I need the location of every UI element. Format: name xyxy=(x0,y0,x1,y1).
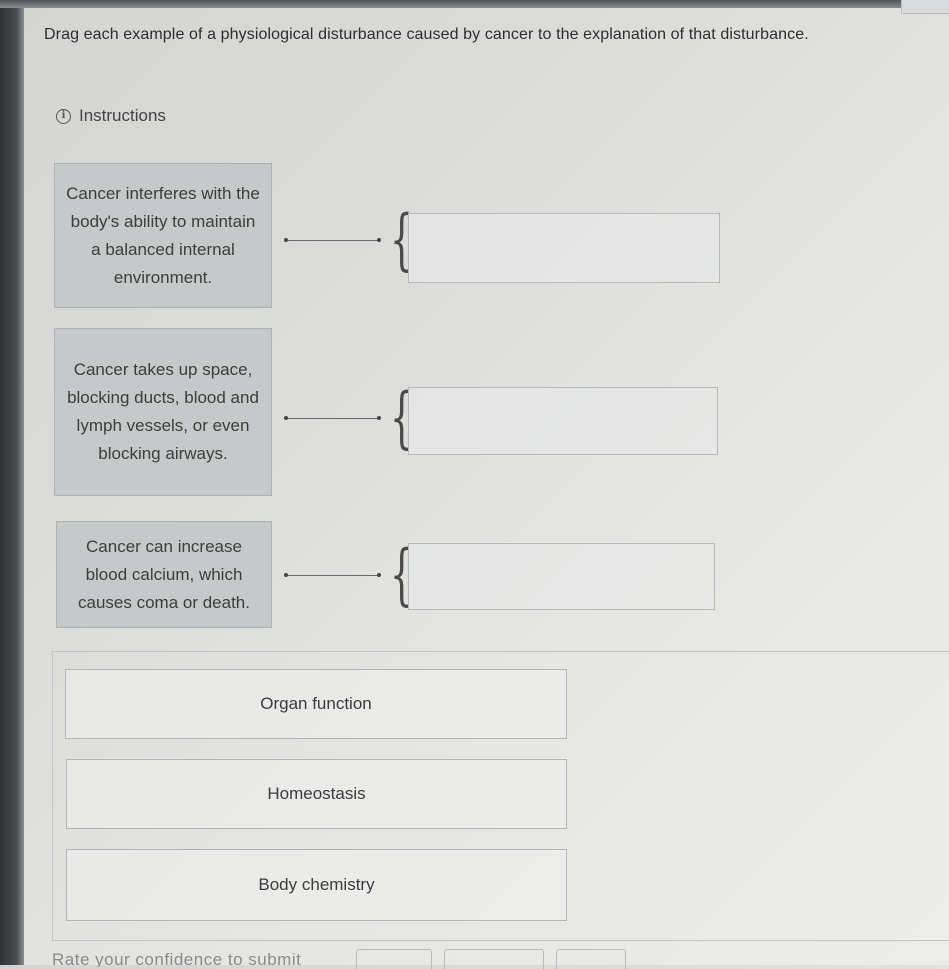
drop-target[interactable] xyxy=(408,543,715,610)
bracket-icon: { xyxy=(390,536,414,613)
connector-line xyxy=(284,416,381,420)
example-text: Cancer takes up space, blocking ducts, b… xyxy=(67,360,259,463)
top-right-button[interactable] xyxy=(901,0,949,14)
answer-option[interactable]: Body chemistry xyxy=(66,849,567,921)
confidence-prompt: Rate your confidence to submit xyxy=(52,950,302,967)
confidence-button[interactable] xyxy=(556,949,626,969)
example-text: Cancer interferes with the body's abilit… xyxy=(66,183,260,287)
question-prompt: Drag each example of a physiological dis… xyxy=(44,26,809,43)
confidence-button[interactable] xyxy=(356,949,432,969)
drop-target[interactable] xyxy=(408,213,720,283)
example-card: Cancer can increase blood calcium, which… xyxy=(56,521,272,628)
bracket-icon: { xyxy=(390,201,414,278)
answer-option-label: Body chemistry xyxy=(258,875,375,894)
answer-option[interactable]: Organ function xyxy=(65,669,567,739)
instructions-toggle[interactable]: i Instructions xyxy=(56,106,166,126)
example-card: Cancer interferes with the body's abilit… xyxy=(54,163,272,308)
answer-option-label: Homeostasis xyxy=(267,784,366,803)
screen-bezel xyxy=(0,0,24,965)
connector-line xyxy=(284,573,381,577)
connector-line xyxy=(284,238,381,242)
question-screen: Drag each example of a physiological dis… xyxy=(24,8,949,969)
example-text: Cancer can increase blood calcium, which… xyxy=(78,536,250,612)
instructions-label: Instructions xyxy=(79,106,166,125)
drop-target[interactable] xyxy=(408,387,718,455)
answer-option[interactable]: Homeostasis xyxy=(66,759,567,829)
answer-option-label: Organ function xyxy=(260,694,372,713)
screen-bezel-top xyxy=(0,0,949,8)
answer-bank xyxy=(52,651,949,941)
bracket-icon: { xyxy=(390,379,414,456)
example-card: Cancer takes up space, blocking ducts, b… xyxy=(54,328,272,496)
info-icon: i xyxy=(56,108,71,124)
confidence-button[interactable] xyxy=(444,949,544,969)
